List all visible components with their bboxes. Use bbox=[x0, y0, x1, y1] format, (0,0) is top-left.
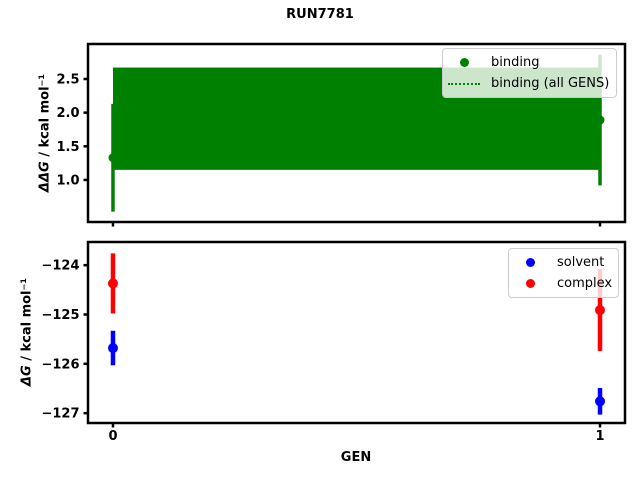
binding-panel-axes-frame bbox=[86, 42, 627, 224]
top-ylabel: ΔΔG / kcal mol⁻¹ bbox=[38, 74, 53, 192]
legend-item-solvent: solvent bbox=[513, 252, 612, 273]
solvent-legend-dot-icon bbox=[525, 258, 535, 267]
dg-panel-xtick-label: 1 bbox=[595, 429, 604, 444]
complex-legend-marker bbox=[513, 279, 547, 288]
binding-allgens-legend-marker bbox=[447, 82, 481, 85]
dg-panel-ytick-label: −126 bbox=[41, 357, 79, 372]
binding-panel-ytick-label: 1.0 bbox=[56, 173, 79, 188]
dg-panel-axes-frame bbox=[86, 240, 627, 425]
solvent-legend-label: solvent bbox=[557, 255, 605, 270]
binding-legend-marker bbox=[447, 58, 481, 67]
legend-item-binding-all-gens: binding (all GENS) bbox=[447, 73, 610, 94]
binding-marker bbox=[108, 153, 118, 163]
binding-allgens-dotted-line-icon bbox=[448, 82, 480, 85]
legend-binding: binding binding (all GENS) bbox=[442, 48, 617, 98]
dg-panel-xtick-label: 0 bbox=[108, 429, 117, 444]
dg-panel-ytick-label: −124 bbox=[41, 259, 79, 274]
bottom-ylabel-math: ΔG bbox=[19, 365, 35, 387]
binding-panel-ytick-label: 1.5 bbox=[56, 140, 79, 155]
legend-item-binding: binding bbox=[447, 52, 610, 73]
complex-legend-dot-icon bbox=[525, 279, 535, 288]
dg-panel-ytick-label: −127 bbox=[41, 407, 79, 422]
dg-panel-ytick-label: −125 bbox=[41, 308, 79, 323]
figure-title: RUN7781 bbox=[286, 7, 354, 22]
top-ylabel-units: / kcal mol⁻¹ bbox=[37, 73, 53, 162]
legend-item-complex: complex bbox=[513, 273, 612, 294]
binding-allgens-legend-label: binding (all GENS) bbox=[491, 76, 610, 91]
solvent-marker bbox=[595, 396, 606, 407]
binding-legend-label: binding bbox=[491, 55, 540, 70]
top-ylabel-math: ΔΔG bbox=[37, 161, 53, 193]
binding-legend-dot-icon bbox=[459, 58, 469, 67]
bottom-ylabel: ΔG / kcal mol⁻¹ bbox=[20, 278, 35, 386]
complex-marker bbox=[107, 278, 118, 289]
solvent-marker bbox=[107, 343, 118, 354]
xlabel: GEN bbox=[340, 450, 372, 465]
bottom-ylabel-units: / kcal mol⁻¹ bbox=[19, 277, 35, 366]
legend-dg: solvent complex bbox=[508, 248, 619, 298]
binding-panel-ytick-label: 2.0 bbox=[56, 106, 79, 121]
complex-legend-label: complex bbox=[557, 276, 613, 291]
solvent-legend-marker bbox=[513, 258, 547, 267]
binding-marker bbox=[595, 115, 605, 125]
binding-panel-ytick-label: 2.5 bbox=[56, 72, 79, 87]
complex-marker bbox=[595, 305, 606, 316]
